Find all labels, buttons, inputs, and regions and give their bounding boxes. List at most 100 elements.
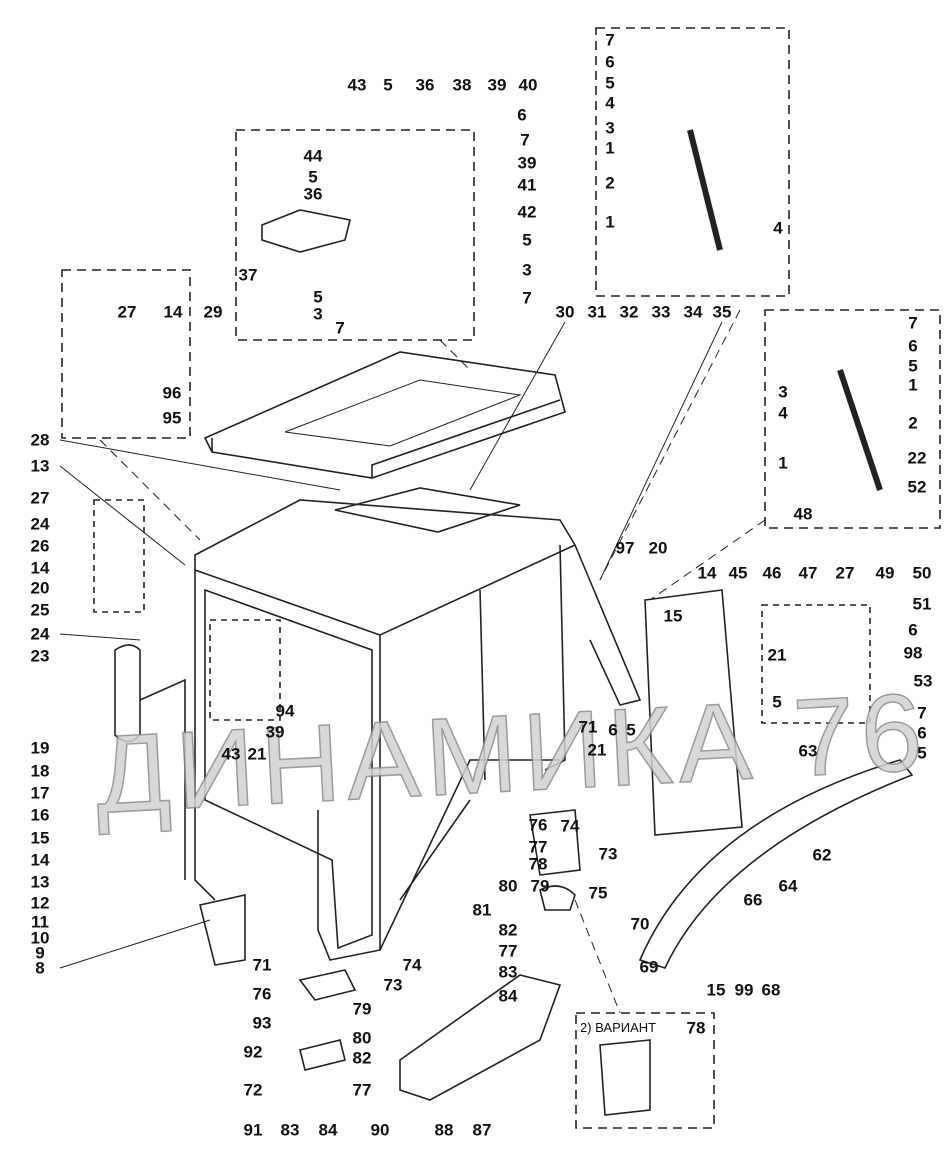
side-frame <box>379 759 560 951</box>
callout-label: 69 <box>639 957 659 977</box>
callout-label: 7 <box>605 30 615 50</box>
callout-label: 71 <box>578 717 598 737</box>
fender <box>638 759 914 969</box>
hatch-cover <box>261 209 351 253</box>
callout-label: 31 <box>587 302 607 322</box>
callout-label: 77 <box>528 837 548 857</box>
callout-label: 15 <box>30 828 50 848</box>
callout-label: 66 <box>743 890 763 910</box>
callout-label: 39 <box>265 722 285 742</box>
callout-label: 6 <box>608 720 618 740</box>
rear-pillar <box>479 544 566 781</box>
callout-label: 33 <box>651 302 671 322</box>
callout-label: 36 <box>415 75 435 95</box>
callout-label: 2 <box>605 173 615 193</box>
callout-label: 99 <box>734 980 754 1000</box>
callout-label: 49 <box>875 563 895 583</box>
inset-box-latch <box>761 604 871 724</box>
callout-label: 6 <box>908 620 918 640</box>
inset-box-roof-hatch <box>235 129 475 341</box>
callout-label: 19 <box>30 738 50 758</box>
roof-panel <box>203 351 566 479</box>
callout-label: 97 <box>615 538 635 558</box>
bracket-8 <box>199 894 246 966</box>
callout-label: 24 <box>30 514 50 534</box>
callout-label: 74 <box>560 816 580 836</box>
callout-label: 39 <box>517 153 537 173</box>
callout-label: 1 <box>908 375 918 395</box>
callout-label: 14 <box>697 563 717 583</box>
callout-label: 38 <box>452 75 472 95</box>
inset-box-gas-strut-right <box>764 309 941 529</box>
callout-label: 20 <box>30 578 50 598</box>
callout-label: 88 <box>434 1120 454 1140</box>
callout-label: 5 <box>772 692 782 712</box>
callout-label: 48 <box>793 504 813 524</box>
callout-label: 81 <box>472 900 492 920</box>
mount-front <box>298 969 357 1071</box>
leader-lines <box>59 309 766 1014</box>
gas-strut-right <box>837 369 883 491</box>
callout-label: 53 <box>913 671 933 691</box>
callout-label: 78 <box>528 854 548 874</box>
callout-label: 50 <box>912 563 932 583</box>
callout-label: 77 <box>352 1080 372 1100</box>
variant-bracket <box>599 1039 651 1116</box>
callout-label: 92 <box>243 1042 263 1062</box>
callout-label: 77 <box>498 941 518 961</box>
callout-label: 21 <box>587 740 607 760</box>
callout-label: 79 <box>352 999 372 1019</box>
callout-label: 82 <box>498 920 518 940</box>
callout-label: 94 <box>275 701 295 721</box>
callout-label: 32 <box>619 302 639 322</box>
roof-recess <box>284 379 522 447</box>
callout-label: 3 <box>778 382 788 402</box>
callout-label: 41 <box>517 175 537 195</box>
gas-strut-top <box>687 129 723 251</box>
callout-label: 7 <box>522 288 532 308</box>
callout-label: 14 <box>30 850 50 870</box>
callout-label: 7 <box>520 130 530 150</box>
callout-label: 30 <box>555 302 575 322</box>
callout-label: 5 <box>383 75 393 95</box>
callout-label: 37 <box>238 265 258 285</box>
callout-label: 73 <box>598 844 618 864</box>
callout-label: 35 <box>712 302 732 322</box>
callout-label: 11 <box>31 912 49 932</box>
callout-label: 42 <box>517 202 537 222</box>
roof-edge <box>211 399 561 478</box>
callout-label: 24 <box>30 624 50 644</box>
front-window <box>204 588 373 950</box>
inset-box-lamp <box>93 499 145 613</box>
callout-label: 5 <box>313 287 323 307</box>
callout-label: 72 <box>243 1080 263 1100</box>
callout-label: 1 <box>778 453 788 473</box>
callout-label: 6 <box>517 105 527 125</box>
callout-label: 21 <box>247 744 267 764</box>
callout-label: 28 <box>30 430 50 450</box>
callout-label: 96 <box>162 383 182 403</box>
callout-label: 76 <box>252 984 272 1004</box>
callout-label: 27 <box>835 563 855 583</box>
hatch-seal <box>334 487 521 533</box>
callout-label: 5 <box>308 167 318 187</box>
mirror-arm <box>139 678 186 880</box>
callout-label: 18 <box>30 761 50 781</box>
callout-label: 91 <box>243 1120 263 1140</box>
callout-label: 75 <box>588 883 608 903</box>
callout-label: 15 <box>706 980 726 1000</box>
callout-label: 21 <box>767 645 787 665</box>
callout-label: 43 <box>221 744 241 764</box>
callout-label: 63 <box>798 741 818 761</box>
callout-label: 22 <box>907 448 927 468</box>
callout-label: 29 <box>203 302 223 322</box>
callout-label: 17 <box>30 783 50 803</box>
callout-label: 76 <box>528 815 548 835</box>
callout-label: 34 <box>683 302 703 322</box>
callout-label: 27 <box>30 488 50 508</box>
callout-label: 8 <box>35 958 45 978</box>
callout-label: 4 <box>773 218 783 238</box>
callout-label: 1 <box>605 138 615 158</box>
